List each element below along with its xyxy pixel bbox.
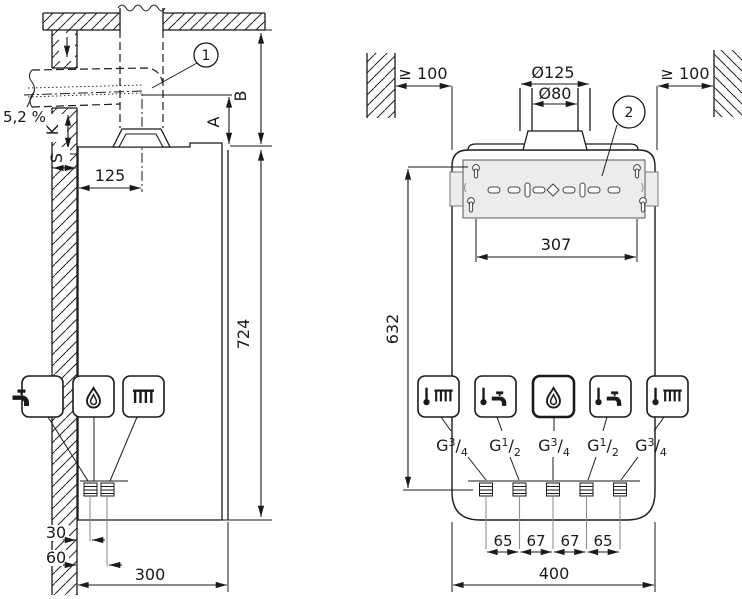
dimension-60: 60: [44, 548, 122, 569]
left-wall-hatch: [367, 53, 395, 118]
clearance-left: ≥ 100: [396, 64, 453, 150]
dim-67-right-label: 67: [560, 532, 579, 550]
left-side-view: 5,2 % K S 125: [3, 4, 272, 595]
dimension-724: 724: [234, 150, 265, 517]
bracket-slots: [487, 182, 621, 198]
icon-leader-lines: [440, 416, 665, 481]
ceiling-hatch-left: [43, 13, 120, 30]
dim-65-left-label: 65: [493, 532, 512, 550]
right-wall-hatch: [714, 50, 742, 117]
flue-vertical-hidden: [119, 30, 164, 128]
left-view-icons: [12, 375, 165, 482]
dim-724-label: 724: [234, 319, 253, 350]
clearance-left-label: ≥ 100: [398, 64, 447, 83]
dimension-spacing: 65 67 67 65: [487, 532, 619, 556]
g-label-5: G3/4: [635, 436, 667, 459]
flue-pipe-front: Ø125 Ø80: [519, 63, 591, 131]
front-view-walls: [366, 50, 742, 118]
icon-leader-lines: [47, 416, 138, 482]
dimension-a: A: [142, 94, 233, 144]
dim-s-label: S: [47, 153, 66, 163]
dim-400-label: 400: [539, 564, 570, 583]
g-label-2: G1/2: [489, 436, 521, 459]
pipe-break-left: [29, 69, 35, 108]
pipe-break-top: [117, 4, 166, 12]
dim-300-label: 300: [135, 565, 166, 584]
dim-b-label: B: [231, 91, 250, 102]
flue-inner-label: Ø80: [539, 84, 572, 103]
g-label-3: G3/4: [538, 436, 570, 459]
slope-direction-arrow: [59, 33, 75, 61]
dim-60-label: 60: [46, 548, 66, 567]
flue-horizontal-bottom: [31, 103, 121, 108]
left-view-connection-stubs: [80, 480, 128, 566]
radiator-icon-box: [122, 375, 165, 418]
callout-2: 2: [601, 95, 646, 177]
dimension-30: 30: [44, 523, 105, 544]
ceiling-hatch-right: [163, 13, 265, 30]
bracket-keyholes: [464, 164, 647, 213]
dim-307-label: 307: [541, 235, 572, 254]
dimension-632: 632: [383, 166, 473, 491]
mounting-bracket: [449, 159, 659, 219]
callout-2-label: 2: [625, 105, 634, 121]
dimension-400: 400: [451, 522, 656, 592]
tap-icon-box: [21, 375, 64, 418]
flue-axis-centerline: [23, 90, 143, 192]
flue-collar-inner: [118, 133, 164, 148]
slope-annotation: 5,2 %: [3, 91, 46, 126]
heating-return-icon-box: [646, 375, 689, 418]
dimension-b: B: [78, 29, 272, 521]
dhw-icon-box: [474, 375, 517, 418]
front-view: ≥ 100 ≥ 100 Ø125 Ø80: [366, 50, 742, 592]
callout-1-label: 1: [202, 48, 211, 64]
flue-horizontal-top: [31, 67, 164, 85]
connection-thread-labels: G3/4 G1/2 G3/4 G1/2 G3/4: [436, 436, 667, 459]
front-view-connection-stubs: [468, 480, 640, 549]
bracket-tab-left: [449, 171, 464, 207]
wall-hatch-main: [52, 108, 77, 595]
front-view-icons: [417, 374, 689, 481]
dim-65-right-label: 65: [593, 532, 612, 550]
dim-125-label: 125: [95, 166, 126, 185]
cold-water-icon-box: [589, 375, 632, 418]
dim-67-left-label: 67: [526, 532, 545, 550]
wall-and-ceiling-section: [42, 12, 266, 595]
inner-flue-dotted: [27, 84, 143, 98]
clearance-right: ≥ 100: [656, 64, 713, 150]
g-label-1: G3/4: [436, 436, 468, 459]
heating-flow-icon-box: [417, 375, 460, 418]
g-label-4: G1/2: [587, 436, 619, 459]
dimension-300: 300: [78, 522, 229, 592]
clearance-right-label: ≥ 100: [660, 64, 709, 83]
dimension-125: 125: [79, 166, 141, 192]
dimension-307: 307: [475, 219, 638, 262]
flue-outer-label: Ø125: [531, 63, 574, 82]
dim-a-label: A: [204, 116, 223, 127]
dimension-s: S: [47, 147, 76, 172]
flue-collar-front: [522, 130, 588, 151]
dim-k-label: K: [43, 124, 62, 135]
dim-632-label: 632: [383, 314, 402, 345]
bracket-tab-right: [644, 171, 659, 207]
flue-pipe-side: [23, 4, 166, 192]
dim-30-label: 30: [46, 523, 66, 542]
slope-label: 5,2 %: [3, 108, 46, 126]
callout-1: 1: [151, 42, 219, 89]
